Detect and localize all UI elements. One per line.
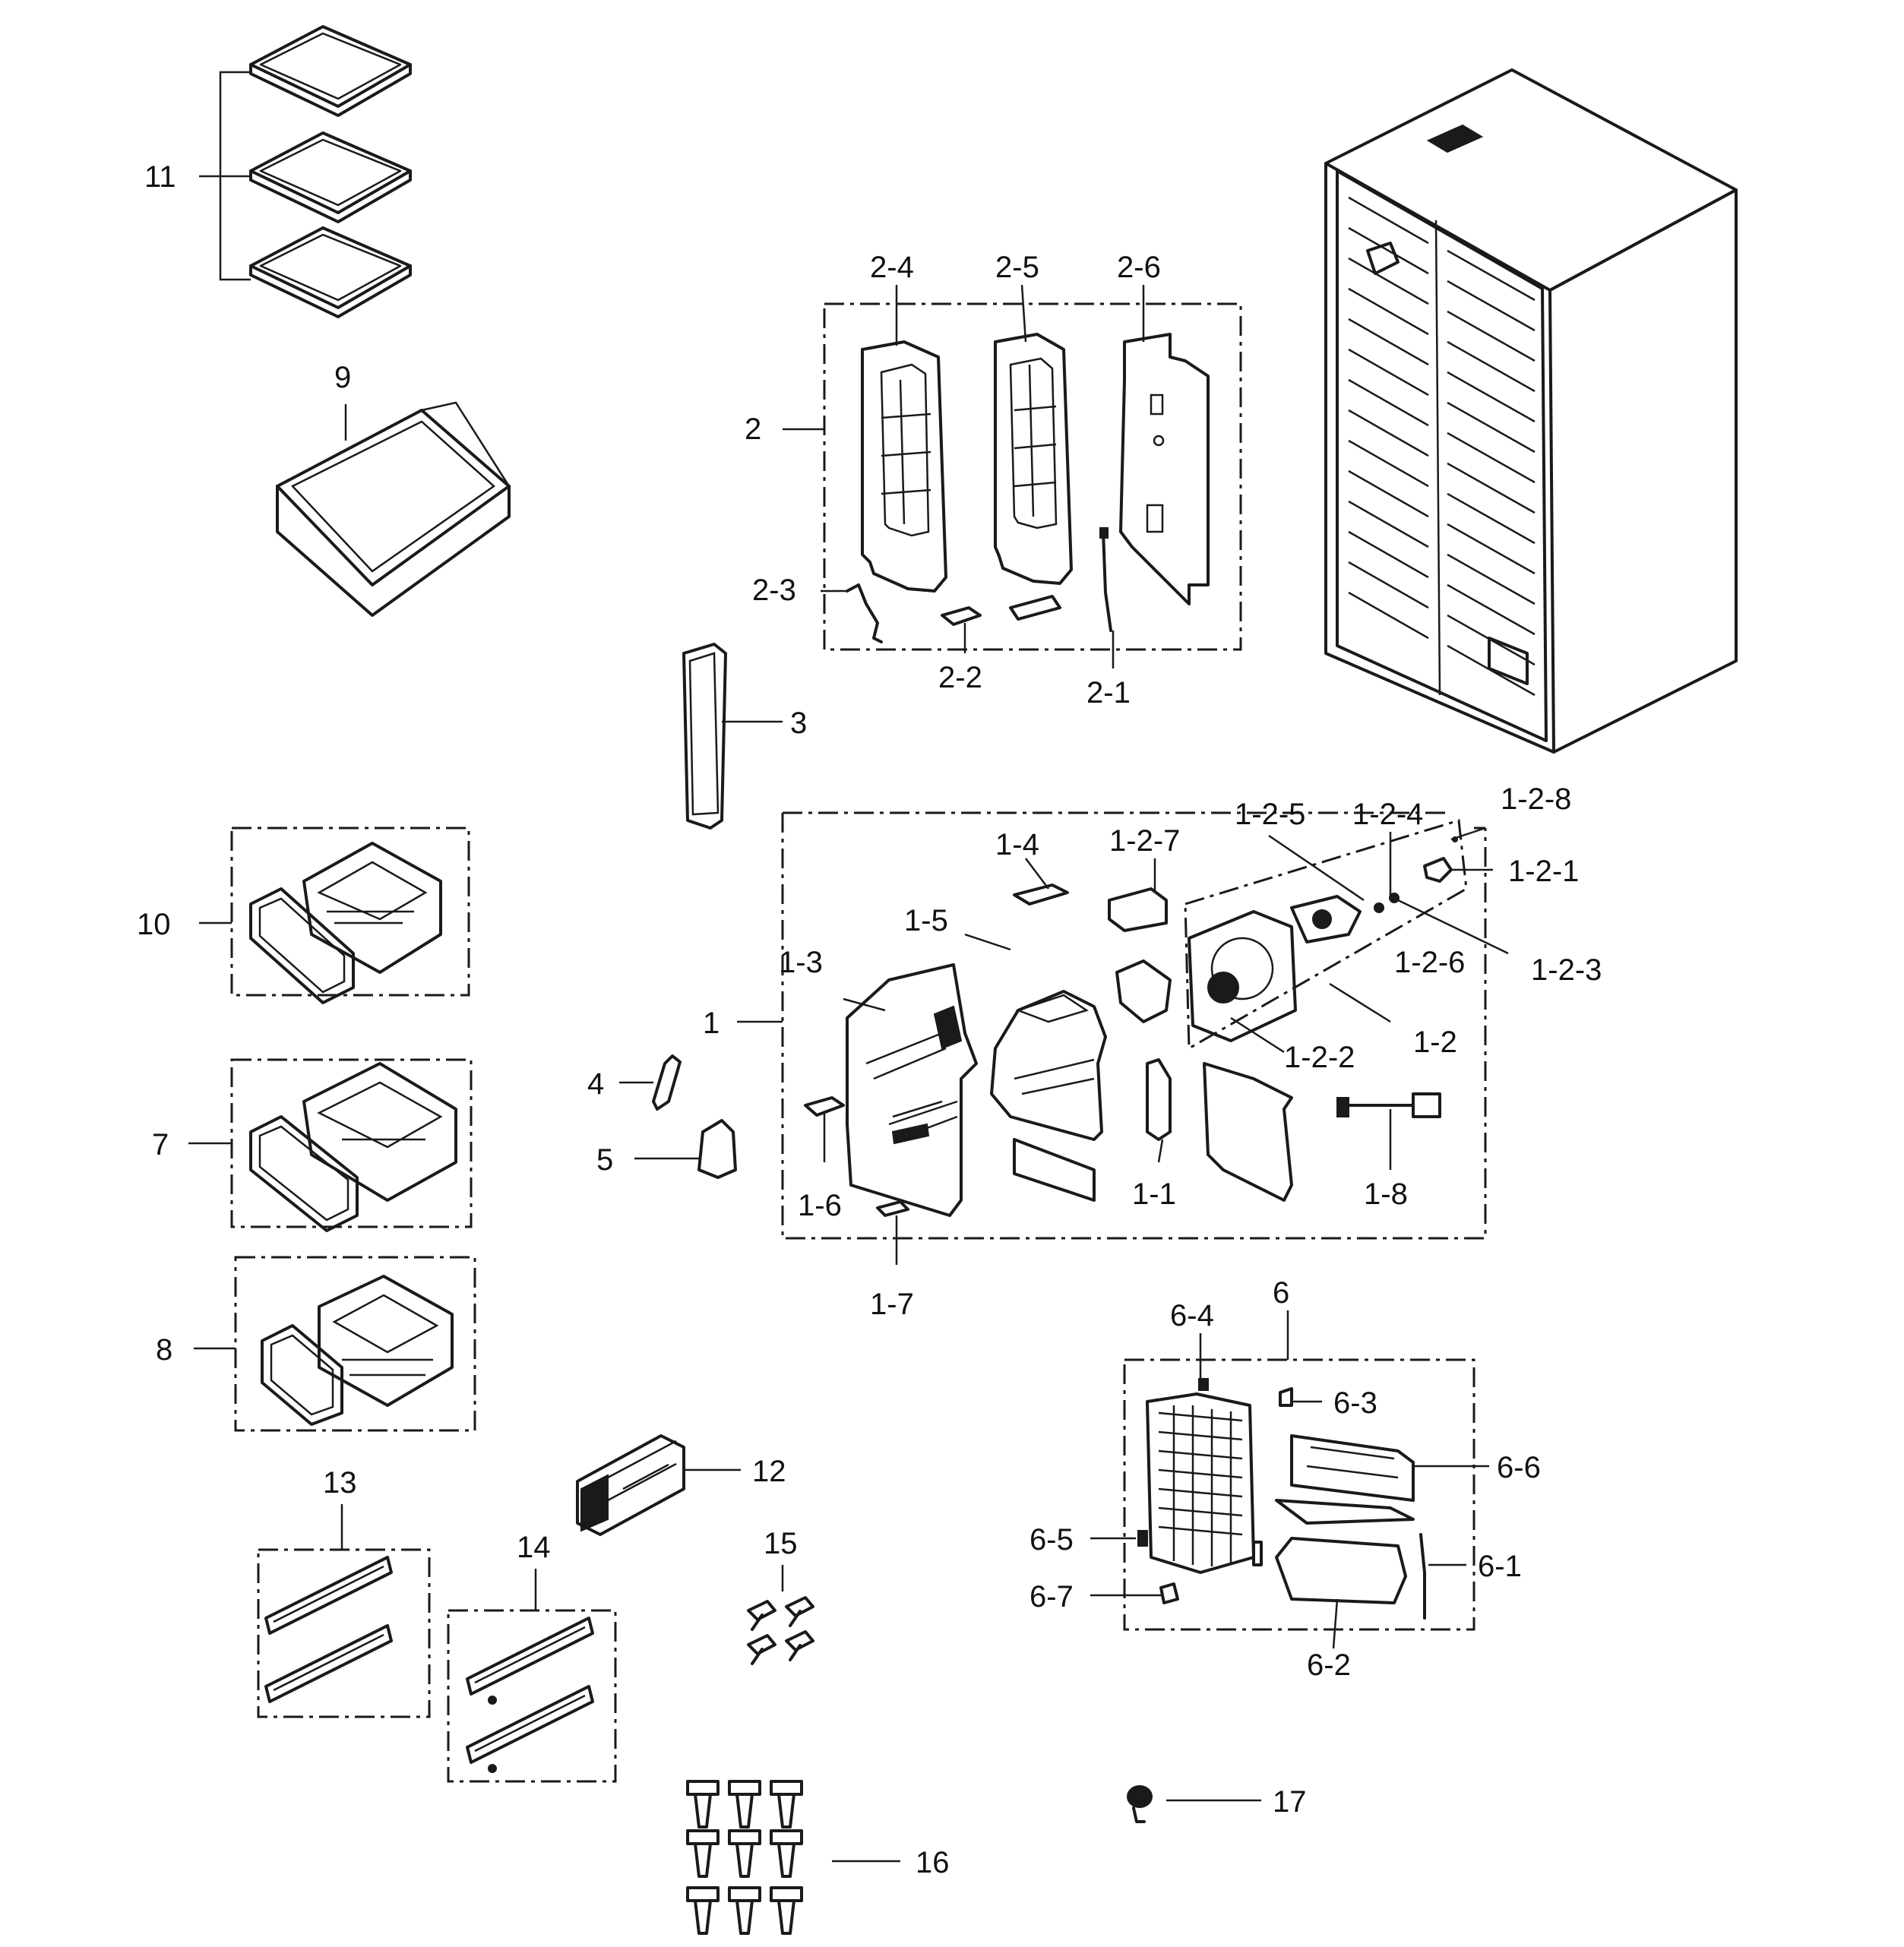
label-13: 13 [323,1466,357,1500]
label-7: 7 [152,1128,169,1162]
label-2-2: 2-2 [938,661,982,694]
label-1-6: 1-6 [798,1189,842,1222]
label-6-7: 6-7 [1029,1580,1074,1614]
evaporator-assembly-6: 6 6-4 6-3 6-6 6-1 6-5 6-7 6-2 [1029,1276,1541,1682]
label-2: 2 [745,412,761,446]
part-5: 5 [596,1119,737,1179]
label-16: 16 [916,1846,950,1879]
label-1-2-5: 1-2-5 [1235,798,1305,831]
label-2-3: 2-3 [752,574,796,607]
rail-set-13: 13 [257,1466,431,1718]
label-5: 5 [596,1143,613,1177]
label-6-3: 6-3 [1333,1386,1377,1420]
panel-3: 3 [682,643,807,830]
label-1-8: 1-8 [1364,1177,1408,1211]
refrigerator-cabinet [1324,68,1738,754]
label-1-2-6: 1-2-6 [1394,946,1465,979]
label-1-2: 1-2 [1413,1026,1457,1059]
label-9: 9 [334,361,351,394]
label-1-2-1: 1-2-1 [1508,855,1579,888]
shelf-group-11: 11 [144,25,412,318]
label-6-1: 6-1 [1478,1550,1522,1583]
label-6: 6 [1273,1276,1289,1310]
part-4: 4 [587,1054,682,1111]
bin-8: 8 [156,1256,476,1432]
assembly-1: 1 1-3 1-5 1-4 1-2-7 1-2-5 1-2-4 1-2-8 1-… [703,782,1602,1321]
label-12: 12 [752,1455,786,1488]
label-3: 3 [790,706,807,740]
ice-maker-12: 12 [576,1434,786,1536]
label-6-6: 6-6 [1497,1451,1541,1484]
label-8: 8 [156,1333,172,1367]
label-1-2-7: 1-2-7 [1109,824,1180,858]
cap-17: 17 [1127,1785,1307,1823]
label-1-2-2: 1-2-2 [1284,1041,1355,1074]
label-4: 4 [587,1067,604,1101]
label-6-5: 6-5 [1029,1523,1074,1557]
label-1-3: 1-3 [779,946,823,979]
label-15: 15 [764,1527,798,1560]
rail-set-14: 14 [447,1531,617,1783]
label-14: 14 [517,1531,551,1564]
screw-set-15: 15 [747,1527,814,1665]
label-1-1: 1-1 [1132,1177,1176,1211]
label-1: 1 [703,1007,720,1040]
label-1-2-3: 1-2-3 [1531,953,1602,987]
screw-set-16 [686,1780,803,1935]
label-6-4: 6-4 [1170,1299,1214,1332]
label-10: 10 [137,908,171,941]
label-1-2-4: 1-2-4 [1352,798,1423,831]
cover-assembly-2: 2 2-4 2-5 2-6 2-3 2-2 2-1 [745,251,1242,710]
label-17: 17 [1273,1785,1307,1819]
label-11: 11 [144,160,176,194]
label-1-4: 1-4 [995,828,1039,861]
label-1-2-8: 1-2-8 [1501,782,1571,816]
label-1-5: 1-5 [904,904,948,937]
label-2-4: 2-4 [870,251,914,284]
label-2-1: 2-1 [1086,676,1131,710]
label-1-7: 1-7 [870,1288,914,1321]
bin-7: 7 [152,1058,473,1232]
label-2-6: 2-6 [1117,251,1161,284]
glass-shelf-9: 9 [276,361,511,617]
label-6-2: 6-2 [1307,1648,1351,1682]
label-2-5: 2-5 [995,251,1039,284]
bin-10: 10 [137,827,470,1004]
